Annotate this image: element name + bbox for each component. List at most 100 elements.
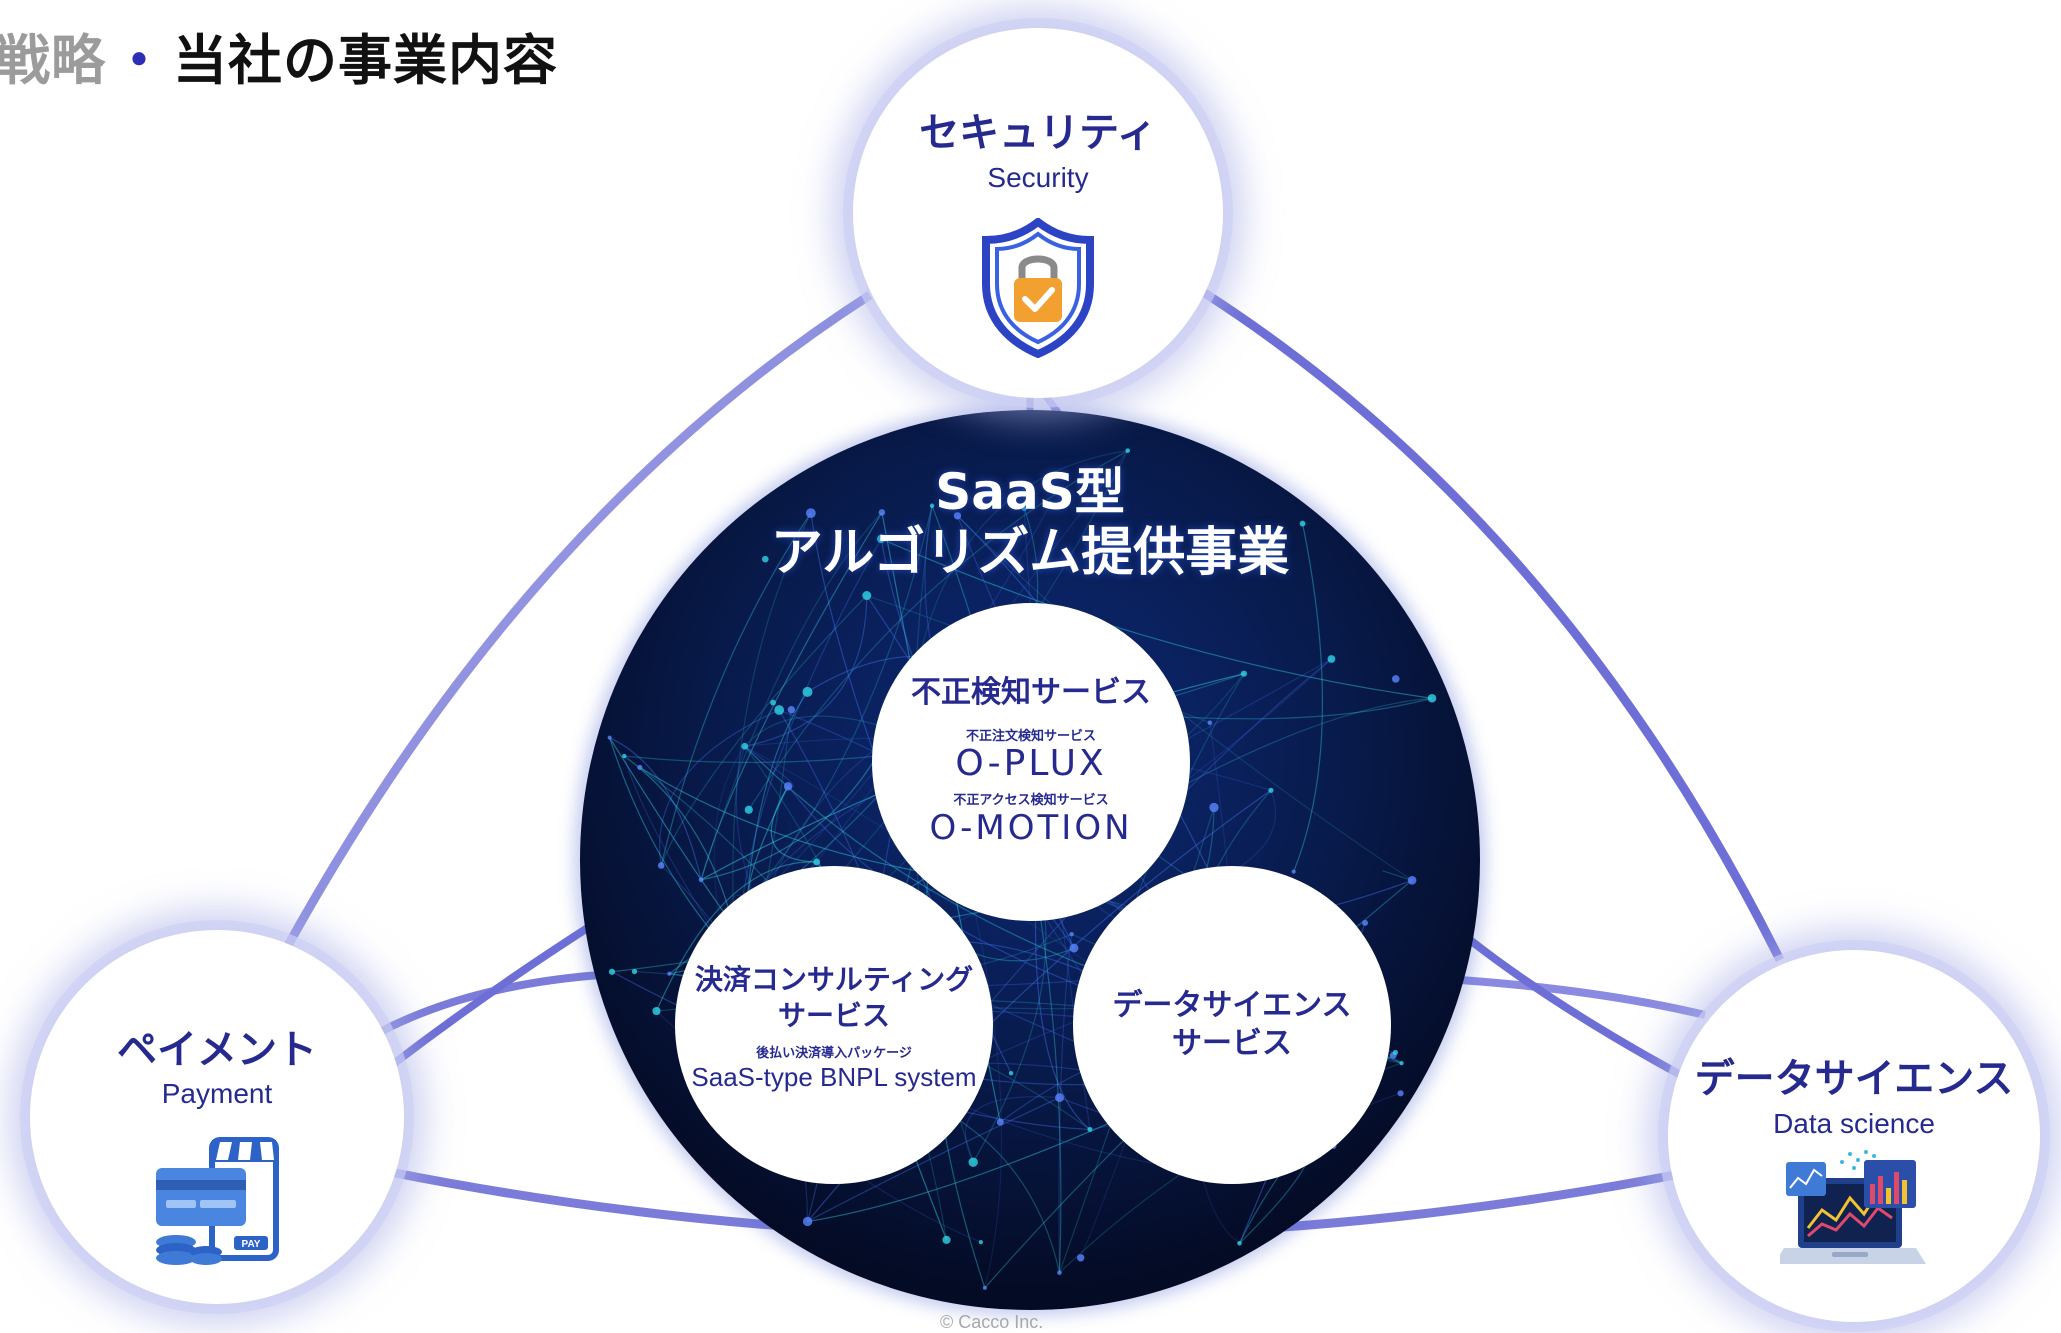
network-link [1382, 870, 1413, 881]
network-link [655, 861, 817, 1012]
network-node [1055, 1093, 1064, 1102]
connector-datascience-hub-2 [1467, 936, 1692, 1084]
network-node [1057, 1270, 1062, 1275]
network-link [660, 595, 868, 866]
network-node [878, 509, 886, 516]
title-separator: ・ [112, 29, 167, 92]
pillar-data-science: データサイエンス Data science [1668, 950, 2040, 1322]
network-node [1008, 1071, 1014, 1076]
service-fraud-name: 不正検知サービス [911, 675, 1151, 710]
network-node [1125, 448, 1131, 453]
network-node [1392, 1049, 1399, 1056]
connector-security-payment [276, 291, 873, 963]
network-node [652, 1006, 661, 1016]
network-node [787, 706, 796, 714]
network-node [982, 1285, 987, 1290]
network-node [862, 591, 872, 601]
omotion-logo: O-MOTION [929, 808, 1133, 848]
network-node [1291, 869, 1296, 874]
pillar-security-label: セキュリティ [919, 110, 1157, 156]
service-fraud-detection: 不正検知サービス 不正注文検知サービス O-PLUX 不正アクセス検知サービス … [872, 603, 1190, 921]
network-node [1327, 655, 1336, 663]
connector-security-datascience [1197, 286, 1785, 963]
service-datascience-name-line2: サービス [1172, 1026, 1292, 1061]
network-node [1076, 1254, 1085, 1262]
network-node [622, 753, 627, 759]
network-node [1427, 693, 1437, 703]
network-node [1069, 932, 1074, 937]
network-link [732, 512, 812, 970]
network-node [929, 503, 935, 508]
network-node [1021, 505, 1028, 511]
network-link [770, 786, 817, 863]
network-node [968, 1157, 978, 1167]
network-node [978, 1240, 983, 1245]
network-node [770, 699, 776, 706]
network-node [953, 512, 962, 520]
network-node [1069, 943, 1079, 953]
network-link [807, 1097, 1060, 1222]
network-link [700, 512, 883, 881]
copyright-text: © Cacco Inc. [940, 1312, 1044, 1332]
network-node [607, 735, 612, 740]
network-node [608, 968, 616, 975]
title-main: 当社の事業内容 [173, 29, 558, 92]
network-node [1299, 520, 1306, 527]
pillar-security: セキュリティ Security [853, 28, 1223, 398]
service-consulting-name-line1: 決済コンサルティング [694, 963, 974, 996]
pillar-payment-label: ペイメント [117, 1027, 317, 1073]
network-node [942, 1235, 951, 1244]
service-consulting-name-line2: サービス [777, 999, 890, 1032]
network-node [1046, 501, 1054, 509]
network-link [659, 709, 780, 866]
network-node [1362, 919, 1369, 926]
network-node [996, 1118, 1004, 1126]
network-node [877, 534, 886, 544]
bnpl-product: SaaS-type BNPL system [691, 1062, 977, 1092]
network-node [637, 764, 643, 770]
network-link [919, 450, 1128, 655]
network-link [609, 737, 702, 880]
connector-payment-hub-1 [378, 971, 601, 1036]
network-node [1087, 1126, 1093, 1132]
network-link [748, 450, 1129, 811]
network-node [802, 1216, 813, 1227]
network-node [1209, 802, 1219, 813]
pillar-datascience-label-en: Data science [1773, 1108, 1935, 1139]
network-node [1399, 1061, 1404, 1066]
network-node [1391, 675, 1400, 683]
service-datascience-name-line1: データサイエンス [1112, 988, 1352, 1023]
network-node [1397, 1090, 1404, 1097]
network-node [741, 742, 749, 750]
network-node [1207, 720, 1213, 726]
network-node [813, 858, 821, 866]
network-node [761, 555, 769, 563]
network-node [657, 862, 665, 869]
service-payment-consulting: 決済コンサルティング サービス 後払い決済導入パッケージ SaaS-type B… [675, 866, 993, 1184]
hub-title-line2: アルゴリズム提供事業 [770, 523, 1290, 583]
page-title: 戦略・当社の事業内容 [0, 26, 558, 96]
credit-card-pay-icon: PAY [156, 1137, 279, 1265]
network-link [964, 1096, 1060, 1163]
pillar-datascience-label: データサイエンス [1694, 1056, 2014, 1102]
hub-title-line1: SaaS型 [935, 463, 1125, 521]
network-node [783, 782, 793, 791]
title-prefix: 戦略 [0, 29, 106, 92]
pillar-payment: ペイメント Payment PAY [30, 930, 404, 1304]
network-node [805, 508, 816, 519]
network-link [1034, 871, 1091, 1130]
network-link [748, 505, 933, 900]
connector-datascience-hub-1 [1459, 976, 1706, 1019]
pillar-payment-label-en: Payment [161, 1078, 273, 1109]
network-node [744, 805, 753, 814]
network-node [802, 686, 813, 697]
network-node [1240, 670, 1248, 677]
network-node [1268, 787, 1274, 793]
omotion-caption: 不正アクセス検知サービス [953, 793, 1109, 808]
svg-text:PAY: PAY [242, 1239, 261, 1250]
network-node [774, 705, 785, 715]
network-link [660, 512, 812, 866]
network-link [1293, 523, 1324, 872]
oplux-caption: 不正注文検知サービス [965, 729, 1096, 744]
network-node [631, 968, 638, 975]
